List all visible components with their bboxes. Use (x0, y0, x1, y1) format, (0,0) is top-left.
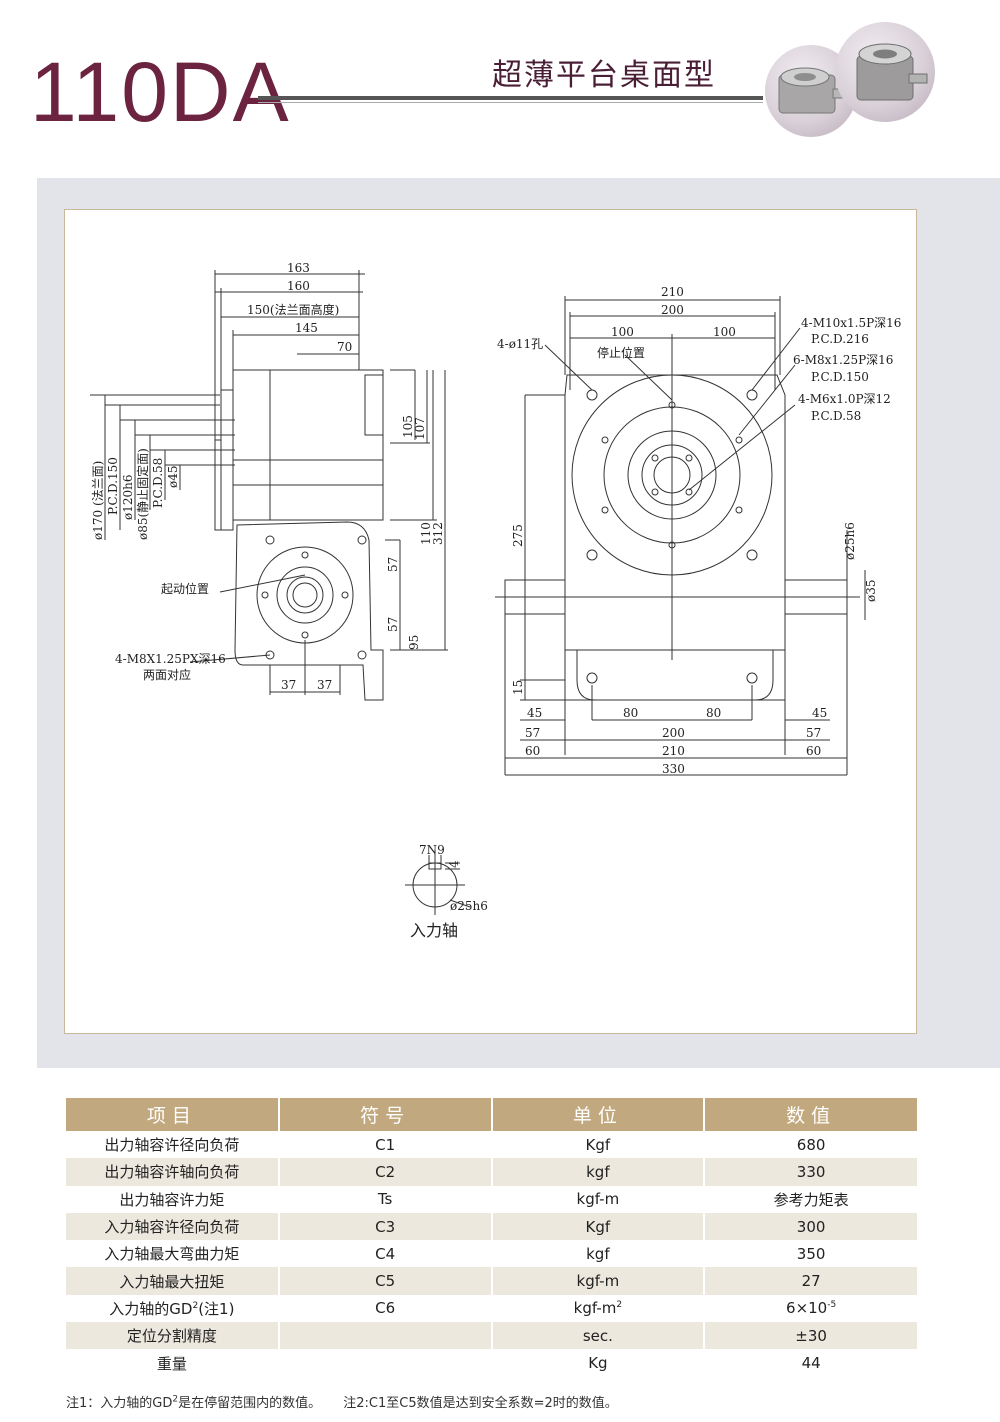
table-row: 出力轴容许径向负荷 C1 Kgf 680 (66, 1131, 917, 1159)
spec-table-header: 项目 符号 单位 数值 (66, 1098, 917, 1131)
hole-note: 4-ø11孔 (497, 337, 543, 351)
thread-note-side-2: 两面对应 (143, 667, 191, 682)
dim-front-bottom-3: 80 (706, 706, 721, 720)
model-number: 110DA (30, 45, 291, 139)
start-position-label: 起动位置 (161, 581, 209, 596)
dim-front-bottom-4: 45 (812, 706, 827, 720)
dim-front-bottom-9: 210 (662, 744, 685, 758)
thread-note-side: 4-M8X1.25PX深16 (115, 652, 226, 666)
shaft-key-depth: 4 (447, 860, 461, 868)
table-row: 入力轴最大弯曲力矩 C4 kgf 350 (66, 1240, 917, 1268)
dim-front-shaft: ø25h6 (843, 522, 857, 560)
table-row: 入力轴容许径向负荷 C3 Kgf 300 (66, 1212, 917, 1241)
callout-4: P.C.D.150 (811, 370, 869, 384)
dim-side-right-1: 105 (401, 415, 415, 438)
drawing-canvas: 163 160 150(法兰面高度) 145 70 ø170 (法兰面) P.C… (90, 261, 901, 940)
dim-side-left-6: ø45 (166, 466, 180, 489)
table-row: 出力轴容许轴向负荷 C2 kgf 330 (66, 1158, 917, 1186)
spec-table: 项目 符号 单位 数值 出力轴容许径向负荷 C1 Kgf 680 出力轴容许轴向… (66, 1098, 917, 1377)
dim-front-top-1: 210 (661, 285, 684, 299)
dim-front-bottom-5: 57 (525, 726, 540, 740)
dim-side-top-1: 163 (287, 261, 310, 275)
dim-front-top-3: 100 (611, 325, 634, 339)
dim-side-top-2: 160 (287, 279, 310, 293)
dim-front-bottom-1: 45 (527, 706, 542, 720)
input-shaft-label: 入力轴 (410, 921, 458, 940)
footnotes: 注1：入力轴的GD2是在停留范围内的数值。 注2:C1至C5数值是达到安全系数=… (66, 1392, 618, 1411)
table-row: 定位分割精度 sec. ±30 (66, 1322, 917, 1350)
dim-front-shaft-dia: ø35 (864, 580, 878, 603)
dim-front-bottom-10: 60 (806, 744, 821, 758)
col-unit: 单位 (491, 1098, 706, 1131)
callout-3: 6-M8x1.25P深16 (793, 353, 893, 367)
header-divider-thin (258, 102, 763, 103)
shaft-diameter: ø25h6 (450, 899, 488, 913)
product-type-title: 超薄平台桌面型 (492, 58, 716, 93)
callout-2: P.C.D.216 (811, 332, 869, 346)
shaft-keyway: 7N9 (419, 843, 445, 857)
dim-front-top-4: 100 (713, 325, 736, 339)
dim-front-base: 15 (511, 680, 525, 695)
stop-position-label: 停止位置 (597, 345, 645, 360)
dim-side-right-3: 110 (419, 522, 433, 545)
callout-6: P.C.D.58 (811, 409, 861, 423)
header-divider (258, 96, 763, 100)
dim-front-bottom-11: 330 (662, 762, 685, 776)
table-row: 入力轴最大扭矩 C5 kgf-m 27 (66, 1267, 917, 1295)
table-row: 出力轴容许力矩 Ts kgf-m 参考力矩表 (66, 1185, 917, 1213)
dim-front-bottom-2: 80 (623, 706, 638, 720)
dim-front-bottom-6: 200 (662, 726, 685, 740)
dim-side-right-6: 57 (386, 617, 400, 632)
dim-side-top-4: 145 (295, 321, 318, 335)
product-photo-angle (835, 22, 935, 122)
dim-side-left-2: P.C.D.150 (106, 457, 120, 515)
table-row: 重量 Kg 44 (66, 1349, 917, 1377)
dim-side-bottom-2: 37 (317, 678, 332, 692)
callout-5: 4-M6x1.0P深12 (798, 392, 891, 406)
col-symbol: 符号 (278, 1098, 493, 1131)
dim-side-right-5: 57 (386, 557, 400, 572)
dim-side-left-1: ø170 (法兰面) (91, 461, 105, 540)
dim-side-right-7: 95 (407, 635, 421, 650)
dim-side-left-4: ø85(静止固定面) (135, 448, 150, 540)
dim-side-left-5: P.C.D.58 (151, 458, 165, 508)
dim-side-right-2: 107 (413, 417, 427, 440)
col-item: 项目 (66, 1098, 280, 1131)
table-row: 入力轴的GD2(注1) C6 kgf-m2 6×10-5 (66, 1294, 917, 1323)
dim-side-bottom-1: 37 (281, 678, 296, 692)
dim-front-bottom-7: 57 (806, 726, 821, 740)
dim-side-top-5: 70 (337, 340, 352, 354)
callout-1: 4-M10x1.5P深16 (801, 316, 901, 330)
dim-front-bottom-8: 60 (525, 744, 540, 758)
footnote-2: 注2:C1至C5数值是达到安全系数=2时的数值。 (343, 1396, 618, 1411)
col-value: 数值 (704, 1098, 917, 1131)
dim-side-top-3: 150(法兰面高度) (247, 302, 339, 317)
dim-side-left-3: ø120h6 (121, 475, 135, 521)
dim-front-top-2: 200 (661, 303, 684, 317)
footnote-1: 注1：入力轴的GD2是在停留范围内的数值。 (66, 1394, 322, 1411)
dim-front-height: 275 (511, 524, 525, 547)
technical-drawing: 163 160 150(法兰面高度) 145 70 ø170 (法兰面) P.C… (64, 209, 917, 1034)
dim-side-right-4: 312 (431, 522, 445, 545)
